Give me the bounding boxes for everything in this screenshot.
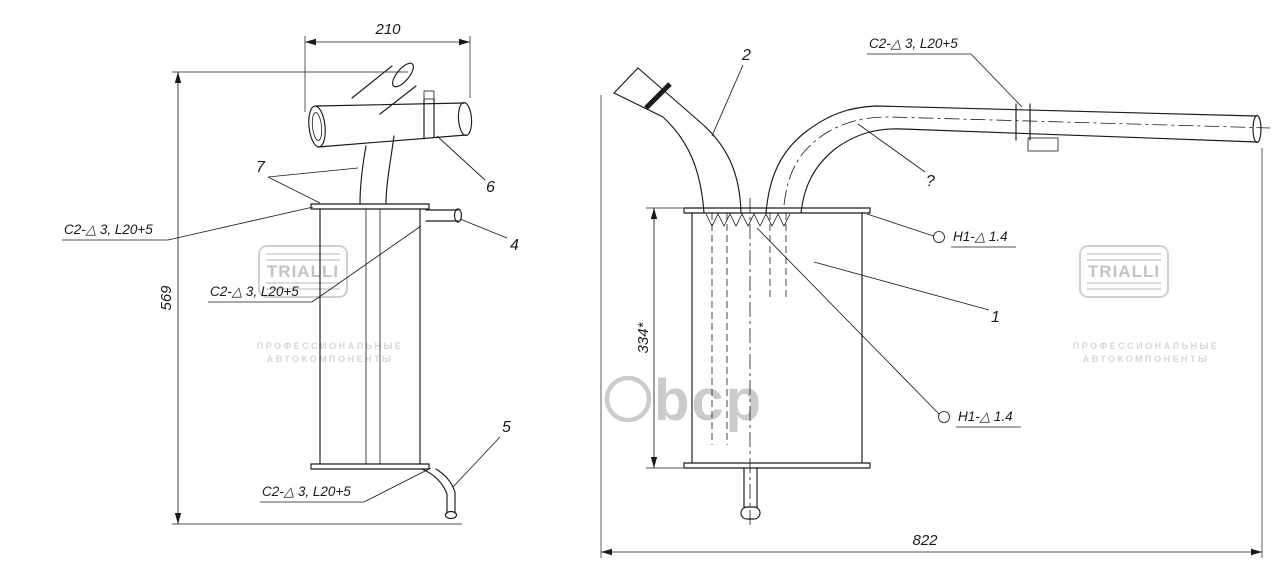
callout-5-label: 5	[502, 419, 511, 436]
right-view: 334* 822 C2-△ 3, L20+5 H1-△ 1.4 H1-△ 1.4	[600, 36, 1271, 558]
weld-callout-top-right-label: C2-△ 3, L20+5	[869, 36, 958, 51]
tagline-right-line2: АВТОКОМПОНЕНТЫ	[1083, 354, 1210, 364]
center-watermark-ring-icon	[604, 375, 652, 423]
callout-1-label: 1	[991, 309, 1000, 326]
callout-1: 1	[813, 261, 1000, 326]
dimension-width-210: 210	[304, 21, 471, 112]
callout-6-label: 6	[486, 179, 495, 196]
callout-5: 5	[452, 419, 511, 488]
left-view: 210 569	[62, 21, 519, 525]
weld-callout-top-right: C2-△ 3, L20+5	[867, 36, 1023, 108]
weld-callout-upper: C2-△ 3, L20+5	[62, 206, 314, 241]
center-watermark-text: bcp	[654, 368, 763, 433]
surface-callout-upper-label: H1-△ 1.4	[953, 229, 1008, 244]
drain-pipe	[740, 467, 761, 520]
brand-logo-left-text: TRIALLI	[267, 262, 339, 281]
weld-callout-upper-label: C2-△ 3, L20+5	[64, 222, 153, 237]
dimension-height-334: 334*	[635, 207, 683, 469]
pipe-clamp	[423, 90, 435, 140]
weld-callout-middle-label: C2-△ 3, L20+5	[210, 284, 299, 299]
callout-2-label: 2	[741, 47, 751, 64]
surface-callout-lower: H1-△ 1.4	[756, 227, 1021, 428]
callout-question: ?	[857, 123, 935, 190]
weld-callout-lower: C2-△ 3, L20+5	[260, 467, 432, 503]
inlet-pipe-assembly	[308, 62, 473, 205]
brand-logo-right: TRIALLI	[1079, 245, 1169, 298]
outlet-stub-4	[425, 208, 463, 223]
muffler-body-front	[310, 203, 430, 470]
callout-6: 6	[436, 135, 495, 196]
dim-210-label: 210	[374, 21, 401, 38]
dimension-length-822: 822	[600, 95, 1263, 558]
surface-callout-lower-label: H1-△ 1.4	[958, 409, 1013, 424]
dim-334-label: 334*	[635, 321, 652, 353]
tagline-right-line1: ПРОФЕССИОНАЛЬНЫЕ	[1073, 341, 1220, 351]
front-pipe-2	[613, 67, 742, 214]
outlet-pipe-5	[421, 468, 458, 520]
callout-7-label: 7	[256, 159, 266, 176]
rear-pipe	[765, 103, 1271, 214]
dim-569-label: 569	[158, 285, 175, 311]
callout-7: 7	[256, 159, 359, 204]
brand-logo-right-text: TRIALLI	[1088, 262, 1160, 281]
weld-callout-middle: C2-△ 3, L20+5	[208, 225, 422, 303]
callout-question-label: ?	[926, 173, 935, 190]
rear-pipe-clamp	[1015, 103, 1059, 152]
dim-822-label: 822	[912, 532, 938, 549]
watermark-layer: TRIALLI ПРОФЕССИОНАЛЬНЫЕ АВТОКОМПОНЕНТЫ …	[257, 245, 1220, 433]
tagline-left-line2: АВТОКОМПОНЕНТЫ	[267, 354, 394, 364]
muffler-body-side	[683, 198, 871, 527]
weld-seam-marks	[705, 213, 791, 227]
dimension-height-569: 569	[158, 71, 462, 525]
weld-callout-lower-label: C2-△ 3, L20+5	[262, 484, 351, 499]
callout-4: 4	[459, 218, 519, 254]
callout-4-label: 4	[510, 237, 519, 254]
surface-callout-upper: H1-△ 1.4	[866, 213, 1016, 248]
tagline-left-line1: ПРОФЕССИОНАЛЬНЫЕ	[257, 341, 404, 351]
center-watermark: bcp	[604, 368, 763, 433]
callout-2: 2	[711, 47, 751, 137]
